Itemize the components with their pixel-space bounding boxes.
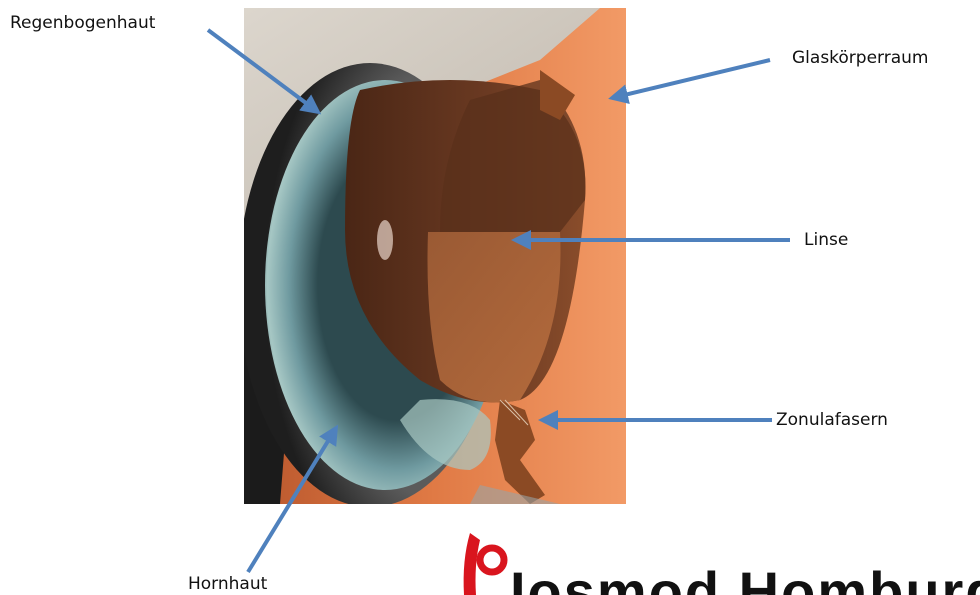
lens-highlight [377, 220, 393, 260]
arrow-glaskoerperraum [612, 60, 770, 98]
logo: Iosmod Homburg [440, 520, 980, 595]
label-glaskoerperraum: Glaskörperraum [792, 48, 928, 68]
label-hornhaut: Hornhaut [188, 574, 267, 594]
eye-illustration [238, 8, 626, 507]
logo-text: Iosmod Homburg [510, 564, 980, 595]
label-linse: Linse [804, 230, 848, 250]
label-zonulafasern: Zonulafasern [776, 410, 888, 430]
label-regenbogenhaut: Regenbogenhaut [10, 13, 155, 33]
